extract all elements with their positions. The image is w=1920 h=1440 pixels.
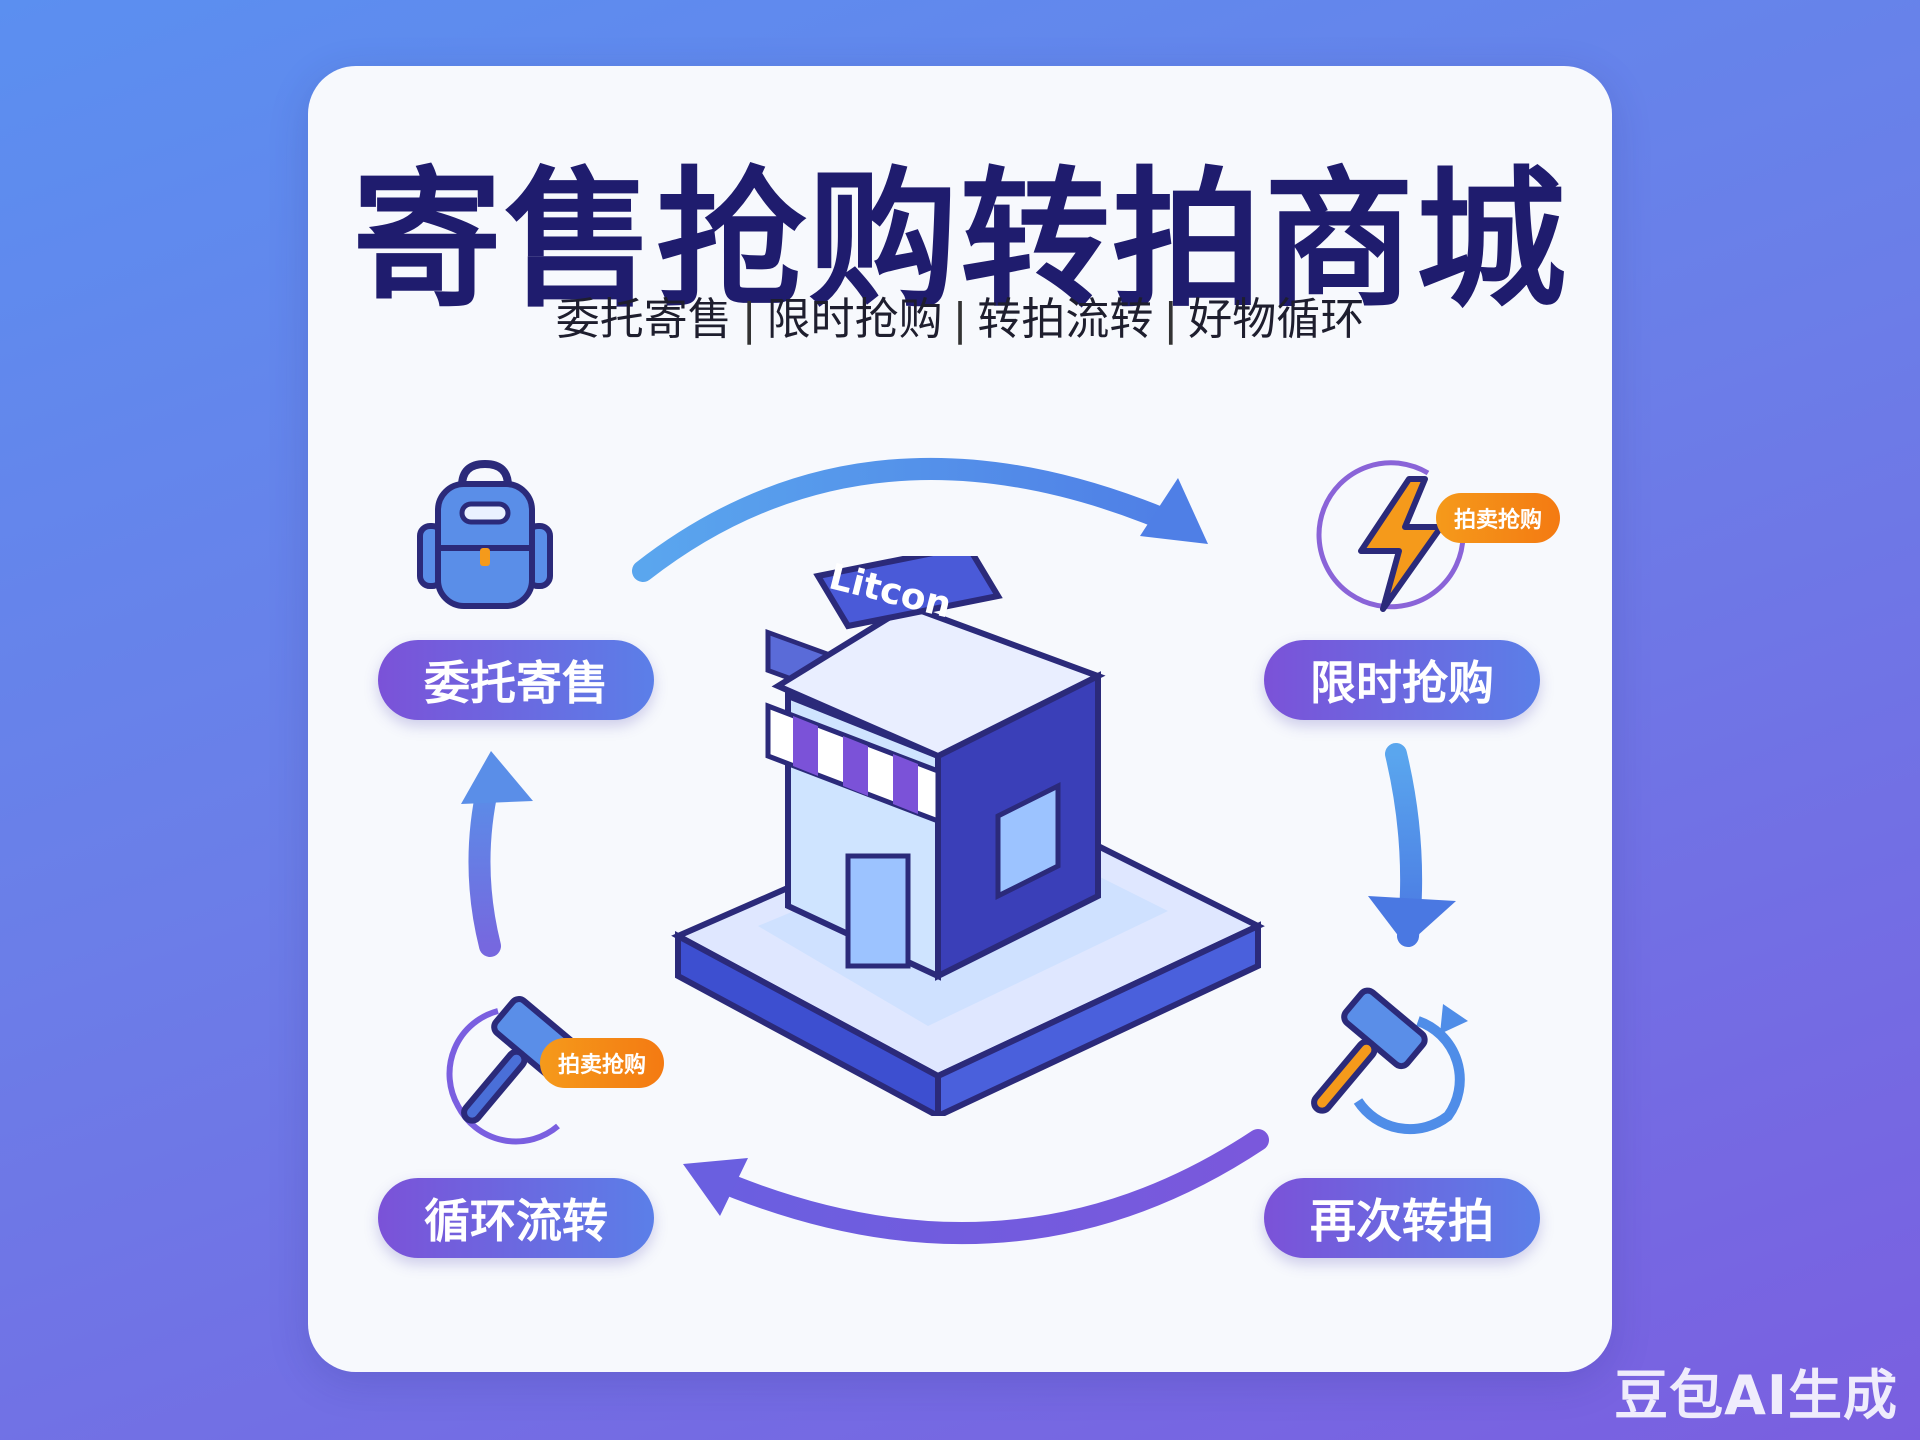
backpack-icon	[417, 459, 553, 609]
main-card: 寄售抢购转拍商城 委托寄售|限时抢购|转拍流转|好物循环	[308, 66, 1612, 1372]
page-title: 寄售抢购转拍商城	[351, 154, 1568, 328]
subtitle: 委托寄售|限时抢购|转拍流转|好物循环	[308, 298, 1612, 342]
step-pill-flash-sale[interactable]: 限时抢购	[1264, 640, 1540, 720]
subtitle-item-2: 限时抢购	[766, 294, 943, 345]
lightning-icon	[1316, 460, 1466, 612]
subtitle-item-3: 转拍流转	[977, 294, 1154, 345]
auction-hammer-icon	[1311, 987, 1468, 1135]
arrow-right-head	[1368, 896, 1456, 946]
awning	[765, 702, 941, 825]
watermark: 豆包AI生成	[1614, 1364, 1898, 1427]
auction-badge-top: 拍卖抢购	[1436, 493, 1561, 543]
cycle-arrows	[461, 458, 1456, 1245]
subtitle-separator: |	[1163, 294, 1179, 345]
arrow-left	[468, 775, 501, 957]
step-pill-resell[interactable]: 再次转拍	[1264, 1178, 1540, 1258]
arrow-top-head	[1140, 478, 1208, 544]
subtitle-separator: |	[952, 294, 968, 345]
subtitle-item-4: 好物循环	[1188, 294, 1365, 345]
store-icon	[671, 556, 1265, 1116]
arrow-top	[632, 458, 1179, 582]
arrow-bottom	[697, 1129, 1269, 1245]
step-pill-circulate[interactable]: 循环流转	[378, 1178, 654, 1258]
arrow-bottom-head	[683, 1158, 748, 1216]
step-pill-consign[interactable]: 委托寄售	[378, 640, 654, 720]
subtitle-separator: |	[741, 294, 757, 345]
auction-badge-bottom: 拍卖抢购	[540, 1038, 665, 1088]
subtitle-item-1: 委托寄售	[555, 294, 732, 345]
arrow-left-head	[461, 751, 533, 804]
